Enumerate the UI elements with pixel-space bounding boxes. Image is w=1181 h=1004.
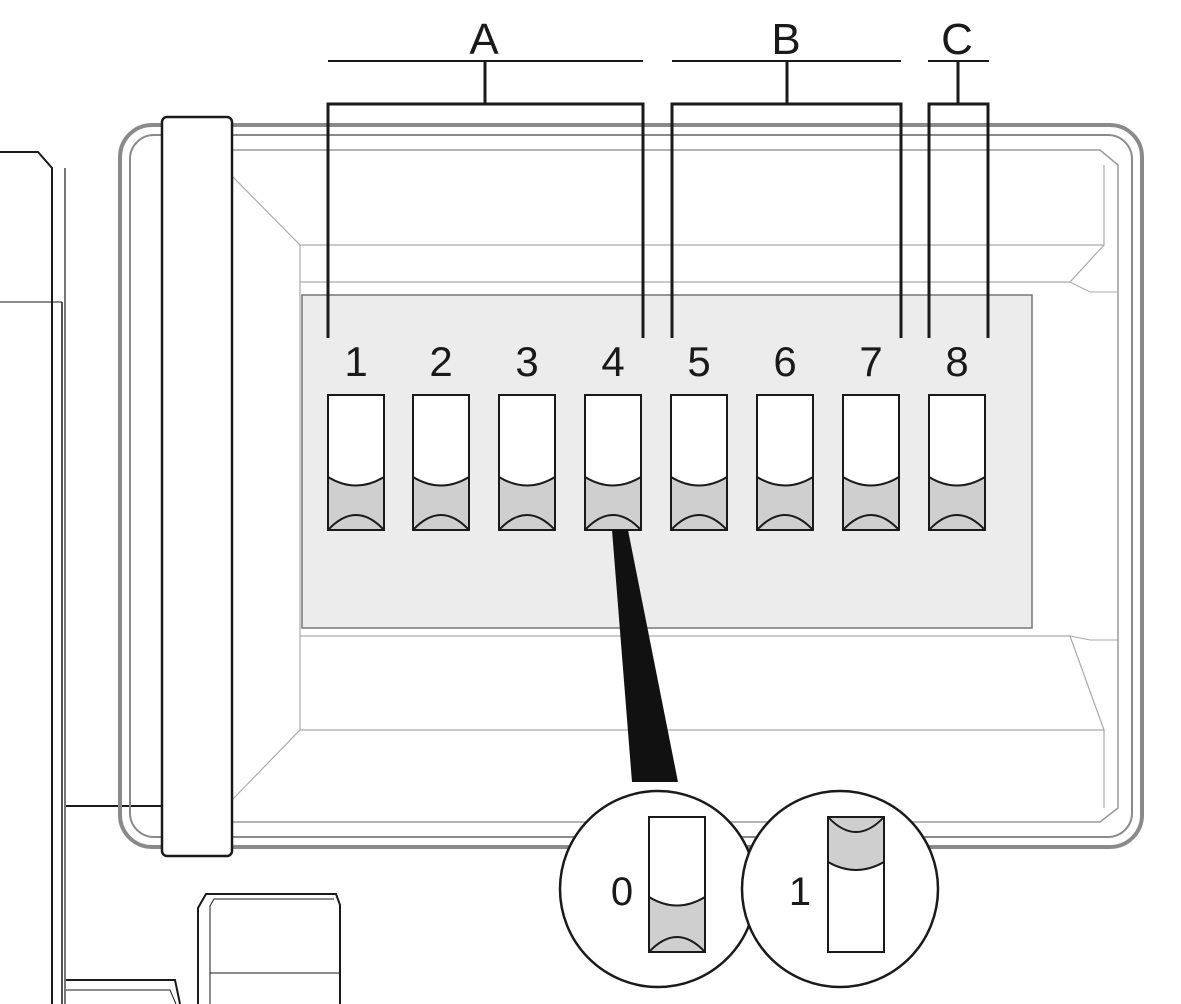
group-bracket-a (326, 60, 645, 338)
switch-number-label: 4 (601, 338, 624, 385)
switch-number-label: 2 (429, 338, 452, 385)
switch-knob (842, 475, 900, 531)
group-bracket-b (670, 60, 903, 338)
switch-knob (412, 475, 470, 531)
dip-switch-3: 3 (498, 338, 556, 531)
switch-knob-edge (670, 514, 728, 531)
dip-switches: 1 2 3 4 5 6 7 8 (327, 338, 986, 531)
switch-number-label: 1 (344, 338, 367, 385)
switch-knob (756, 475, 814, 531)
switch-number-label: 3 (515, 338, 538, 385)
switch-knob-edge (327, 514, 385, 531)
switch-knob (327, 475, 385, 531)
switch-knob-edge (756, 514, 814, 531)
group-brackets (326, 60, 990, 338)
group-label-c: C (941, 15, 973, 64)
legend-on-label: 1 (789, 870, 811, 914)
group-bracket-c (927, 60, 990, 338)
switch-number-label: 6 (773, 338, 796, 385)
switch-number-label: 8 (945, 338, 968, 385)
legend-on-inset: 1 (740, 789, 940, 989)
switch-number-label: 7 (859, 338, 882, 385)
lower-bracket (197, 893, 341, 1004)
dip-switch-1: 1 (327, 338, 385, 531)
switch-knob-edge (498, 514, 556, 531)
switch-knob (928, 475, 986, 531)
legend-off-inset: 0 (558, 789, 758, 989)
dip-switch-7: 7 (842, 338, 900, 531)
switch-number-label: 5 (687, 338, 710, 385)
front-frame (160, 115, 234, 858)
dip-switch-6: 6 (756, 338, 814, 531)
switch-knob-edge (842, 514, 900, 531)
switch-knob-edge (928, 514, 986, 531)
dip-switch-2: 2 (412, 338, 470, 531)
legend-off-label: 0 (611, 870, 633, 914)
group-label-a: A (469, 15, 499, 64)
device-body (0, 151, 181, 1004)
switch-panel (301, 294, 1033, 629)
group-label-b: B (771, 15, 800, 64)
switch-knob-edge (412, 514, 470, 531)
legend-on-knob (827, 816, 885, 871)
legend-off-knob (648, 895, 706, 953)
switch-knob-edge (584, 514, 642, 531)
dip-switch-8: 8 (928, 338, 986, 531)
switch-knob (498, 475, 556, 531)
dip-switch-5: 5 (670, 338, 728, 531)
dip-switch-4: 4 (584, 338, 642, 531)
group-labels: A B C (469, 15, 973, 64)
callout-pointer (612, 530, 678, 782)
switch-knob (670, 475, 728, 531)
switch-knob (584, 475, 642, 531)
